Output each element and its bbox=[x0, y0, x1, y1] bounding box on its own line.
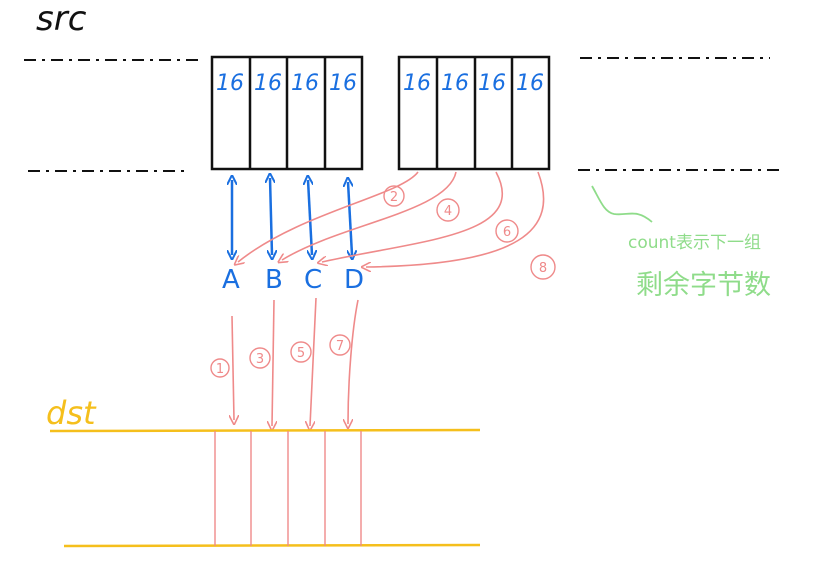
block-value: 16 bbox=[403, 71, 431, 96]
red-down-arrow bbox=[232, 315, 234, 420]
register-a: A bbox=[222, 265, 240, 295]
step-number-4: 4 bbox=[444, 204, 452, 219]
step-circle bbox=[530, 254, 556, 280]
dst-label: dst bbox=[46, 394, 97, 432]
dst-memory-lines bbox=[49, 428, 481, 548]
red-curve-arrow-8 bbox=[366, 171, 545, 267]
blue-load-arrows bbox=[232, 178, 352, 255]
green-brace bbox=[591, 185, 653, 223]
block-value: 16 bbox=[329, 71, 357, 96]
step-numbers: 1 2 3 4 5 6 7 8 bbox=[216, 190, 547, 377]
step-circle bbox=[495, 219, 519, 243]
blue-double-arrow bbox=[348, 182, 352, 255]
block-value: 16 bbox=[478, 71, 506, 96]
step-circle bbox=[249, 347, 271, 369]
block-value: 16 bbox=[254, 71, 282, 96]
count-note-line2: 剩余字节数 bbox=[636, 270, 771, 301]
blue-double-arrow bbox=[270, 178, 272, 255]
blue-double-arrow bbox=[308, 180, 312, 255]
block-value: 16 bbox=[441, 71, 469, 96]
src-block-values-left: 16 16 16 16 bbox=[216, 71, 357, 96]
register-b: B bbox=[265, 265, 283, 295]
red-curve-arrow-2 bbox=[238, 171, 419, 262]
step-circle bbox=[329, 334, 351, 356]
step-number-5: 5 bbox=[297, 346, 305, 361]
register-d: D bbox=[344, 265, 364, 295]
step-circles bbox=[210, 185, 556, 378]
register-c: C bbox=[304, 265, 322, 295]
src-block-values-right: 16 16 16 16 bbox=[403, 71, 544, 96]
step-number-2: 2 bbox=[390, 190, 398, 205]
step-number-8: 8 bbox=[539, 261, 547, 276]
src-block-group-right bbox=[397, 55, 551, 171]
src-block-group-left bbox=[210, 55, 364, 171]
red-curve-arrows bbox=[238, 171, 545, 267]
src-label: src bbox=[36, 0, 87, 39]
src-memory-lines bbox=[24, 57, 780, 172]
dst-top-line bbox=[49, 428, 481, 433]
register-labels: A B C D bbox=[222, 265, 364, 295]
red-down-arrow bbox=[348, 299, 359, 424]
red-down-arrow bbox=[310, 297, 317, 426]
step-circle bbox=[436, 198, 460, 222]
block-value: 16 bbox=[216, 71, 244, 96]
step-circle bbox=[290, 341, 312, 363]
dst-bottom-line bbox=[63, 543, 481, 548]
red-curve-arrow-4 bbox=[282, 171, 457, 260]
dst-slot-dividers bbox=[214, 431, 362, 546]
block-value: 16 bbox=[291, 71, 319, 96]
block-value: 16 bbox=[516, 71, 544, 96]
red-store-arrows bbox=[232, 297, 359, 426]
step-number-7: 7 bbox=[336, 339, 344, 354]
red-down-arrow bbox=[272, 299, 274, 426]
step-number-3: 3 bbox=[256, 352, 264, 367]
step-number-6: 6 bbox=[503, 225, 511, 240]
step-circle bbox=[210, 358, 230, 378]
step-number-1: 1 bbox=[216, 362, 224, 377]
step-circle bbox=[383, 185, 405, 207]
red-curve-arrow-6 bbox=[322, 171, 504, 262]
count-note-line1: count表示下一组 bbox=[628, 233, 761, 253]
